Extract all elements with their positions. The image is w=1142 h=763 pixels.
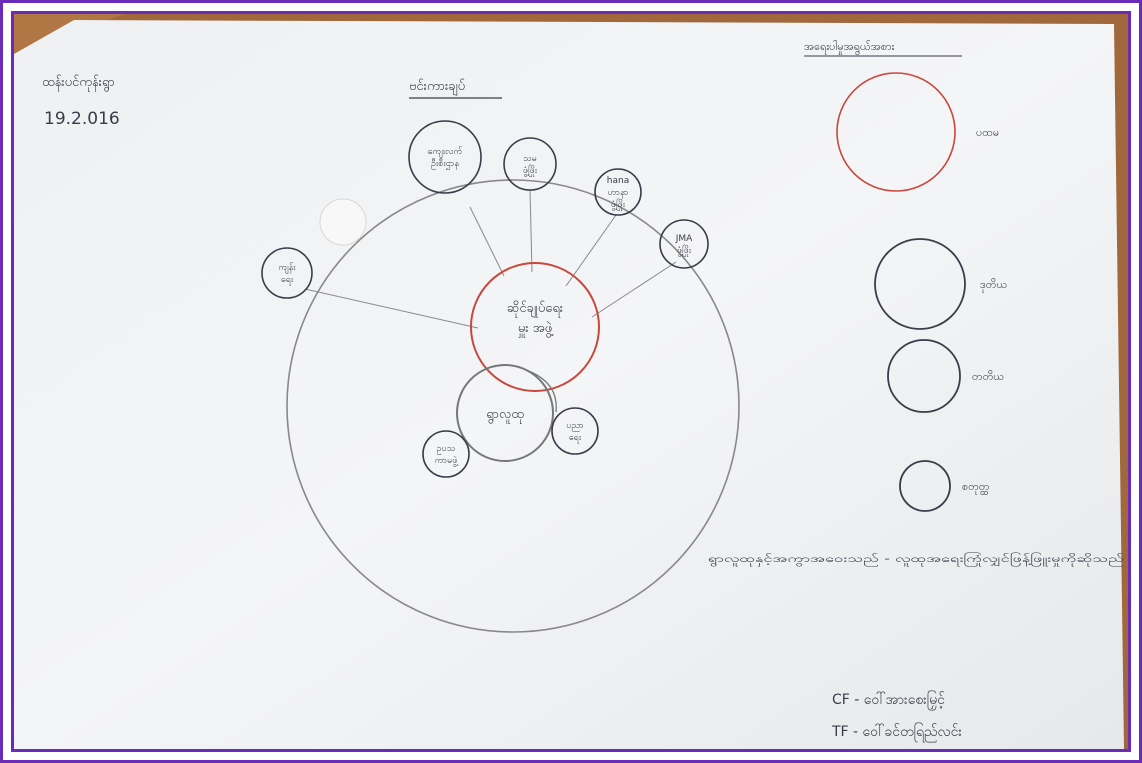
node-label-education: ပညာ bbox=[566, 421, 584, 432]
node-label-hana: ဟာနာ bbox=[608, 188, 629, 199]
diagram-title: ဗင်းကားချပ် bbox=[409, 78, 465, 96]
node-label-hana: ဖွံ့ဖြိုး bbox=[611, 198, 626, 211]
distance-note: ရွာလူထုနှင့်အကွာအဝေးသည် - လူထုအရေးကြုံလျ… bbox=[708, 551, 1124, 567]
node-label-rural-dept: ကျေးလက် bbox=[428, 146, 463, 158]
node-label-religious: ဥပသ bbox=[437, 444, 456, 455]
legend-label-first: ပထမ bbox=[976, 126, 999, 139]
legend-label-fourth: စတုတ္ထ bbox=[962, 480, 990, 495]
photo-frame-inner: ဆိုင်ချုပ်ရေး မှူး အဖွဲ့ ရွာလူထု ကျေးလက်… bbox=[11, 11, 1131, 752]
node-label-religious: ကာမဖွဲ့ bbox=[435, 455, 460, 467]
erased-circle bbox=[320, 199, 366, 245]
center-label-line1: ဆိုင်ချုပ်ရေး bbox=[507, 300, 563, 318]
node-label-sama: ဖွံ့ဖြိုး bbox=[523, 164, 538, 177]
legend-label-third: တတိယ bbox=[972, 370, 1004, 383]
paper-sheet bbox=[14, 20, 1124, 749]
node-label-education: ရေး bbox=[569, 433, 582, 444]
center-label-line2: မှူး အဖွဲ့ bbox=[518, 321, 554, 338]
node-label-rural-dept: ဦးစီးဌာန bbox=[431, 158, 459, 170]
location-label: ထန်းပင်ကုန်းရွာ bbox=[42, 74, 115, 92]
node-label-health: ရေး bbox=[281, 275, 294, 286]
node-label-sama: သမ bbox=[523, 154, 537, 164]
cf-note: CF - ဝေါ်အားစေးမြှင့် bbox=[832, 691, 945, 710]
node-label-jma: JMA bbox=[675, 234, 693, 244]
date-label: 19.2.016 bbox=[44, 109, 120, 129]
node-label-jma: ဖွံ့ဖြိုး bbox=[677, 244, 692, 257]
community-label: ရွာလူထု bbox=[486, 407, 524, 424]
legend-label-second: ဒုတိယ bbox=[980, 278, 1007, 293]
node-label-health: ကျန်း bbox=[278, 262, 296, 274]
node-label-hana: hana bbox=[607, 176, 629, 186]
legend-title: အရေးပါမှုအရွယ်အစား bbox=[804, 40, 895, 55]
venn-diagram-photo: ဆိုင်ချုပ်ရေး မှူး အဖွဲ့ ရွာလူထု ကျေးလက်… bbox=[14, 14, 1128, 749]
tf-note: TF - ဝေါ်ခင်တရြည်လင်း bbox=[831, 724, 962, 742]
